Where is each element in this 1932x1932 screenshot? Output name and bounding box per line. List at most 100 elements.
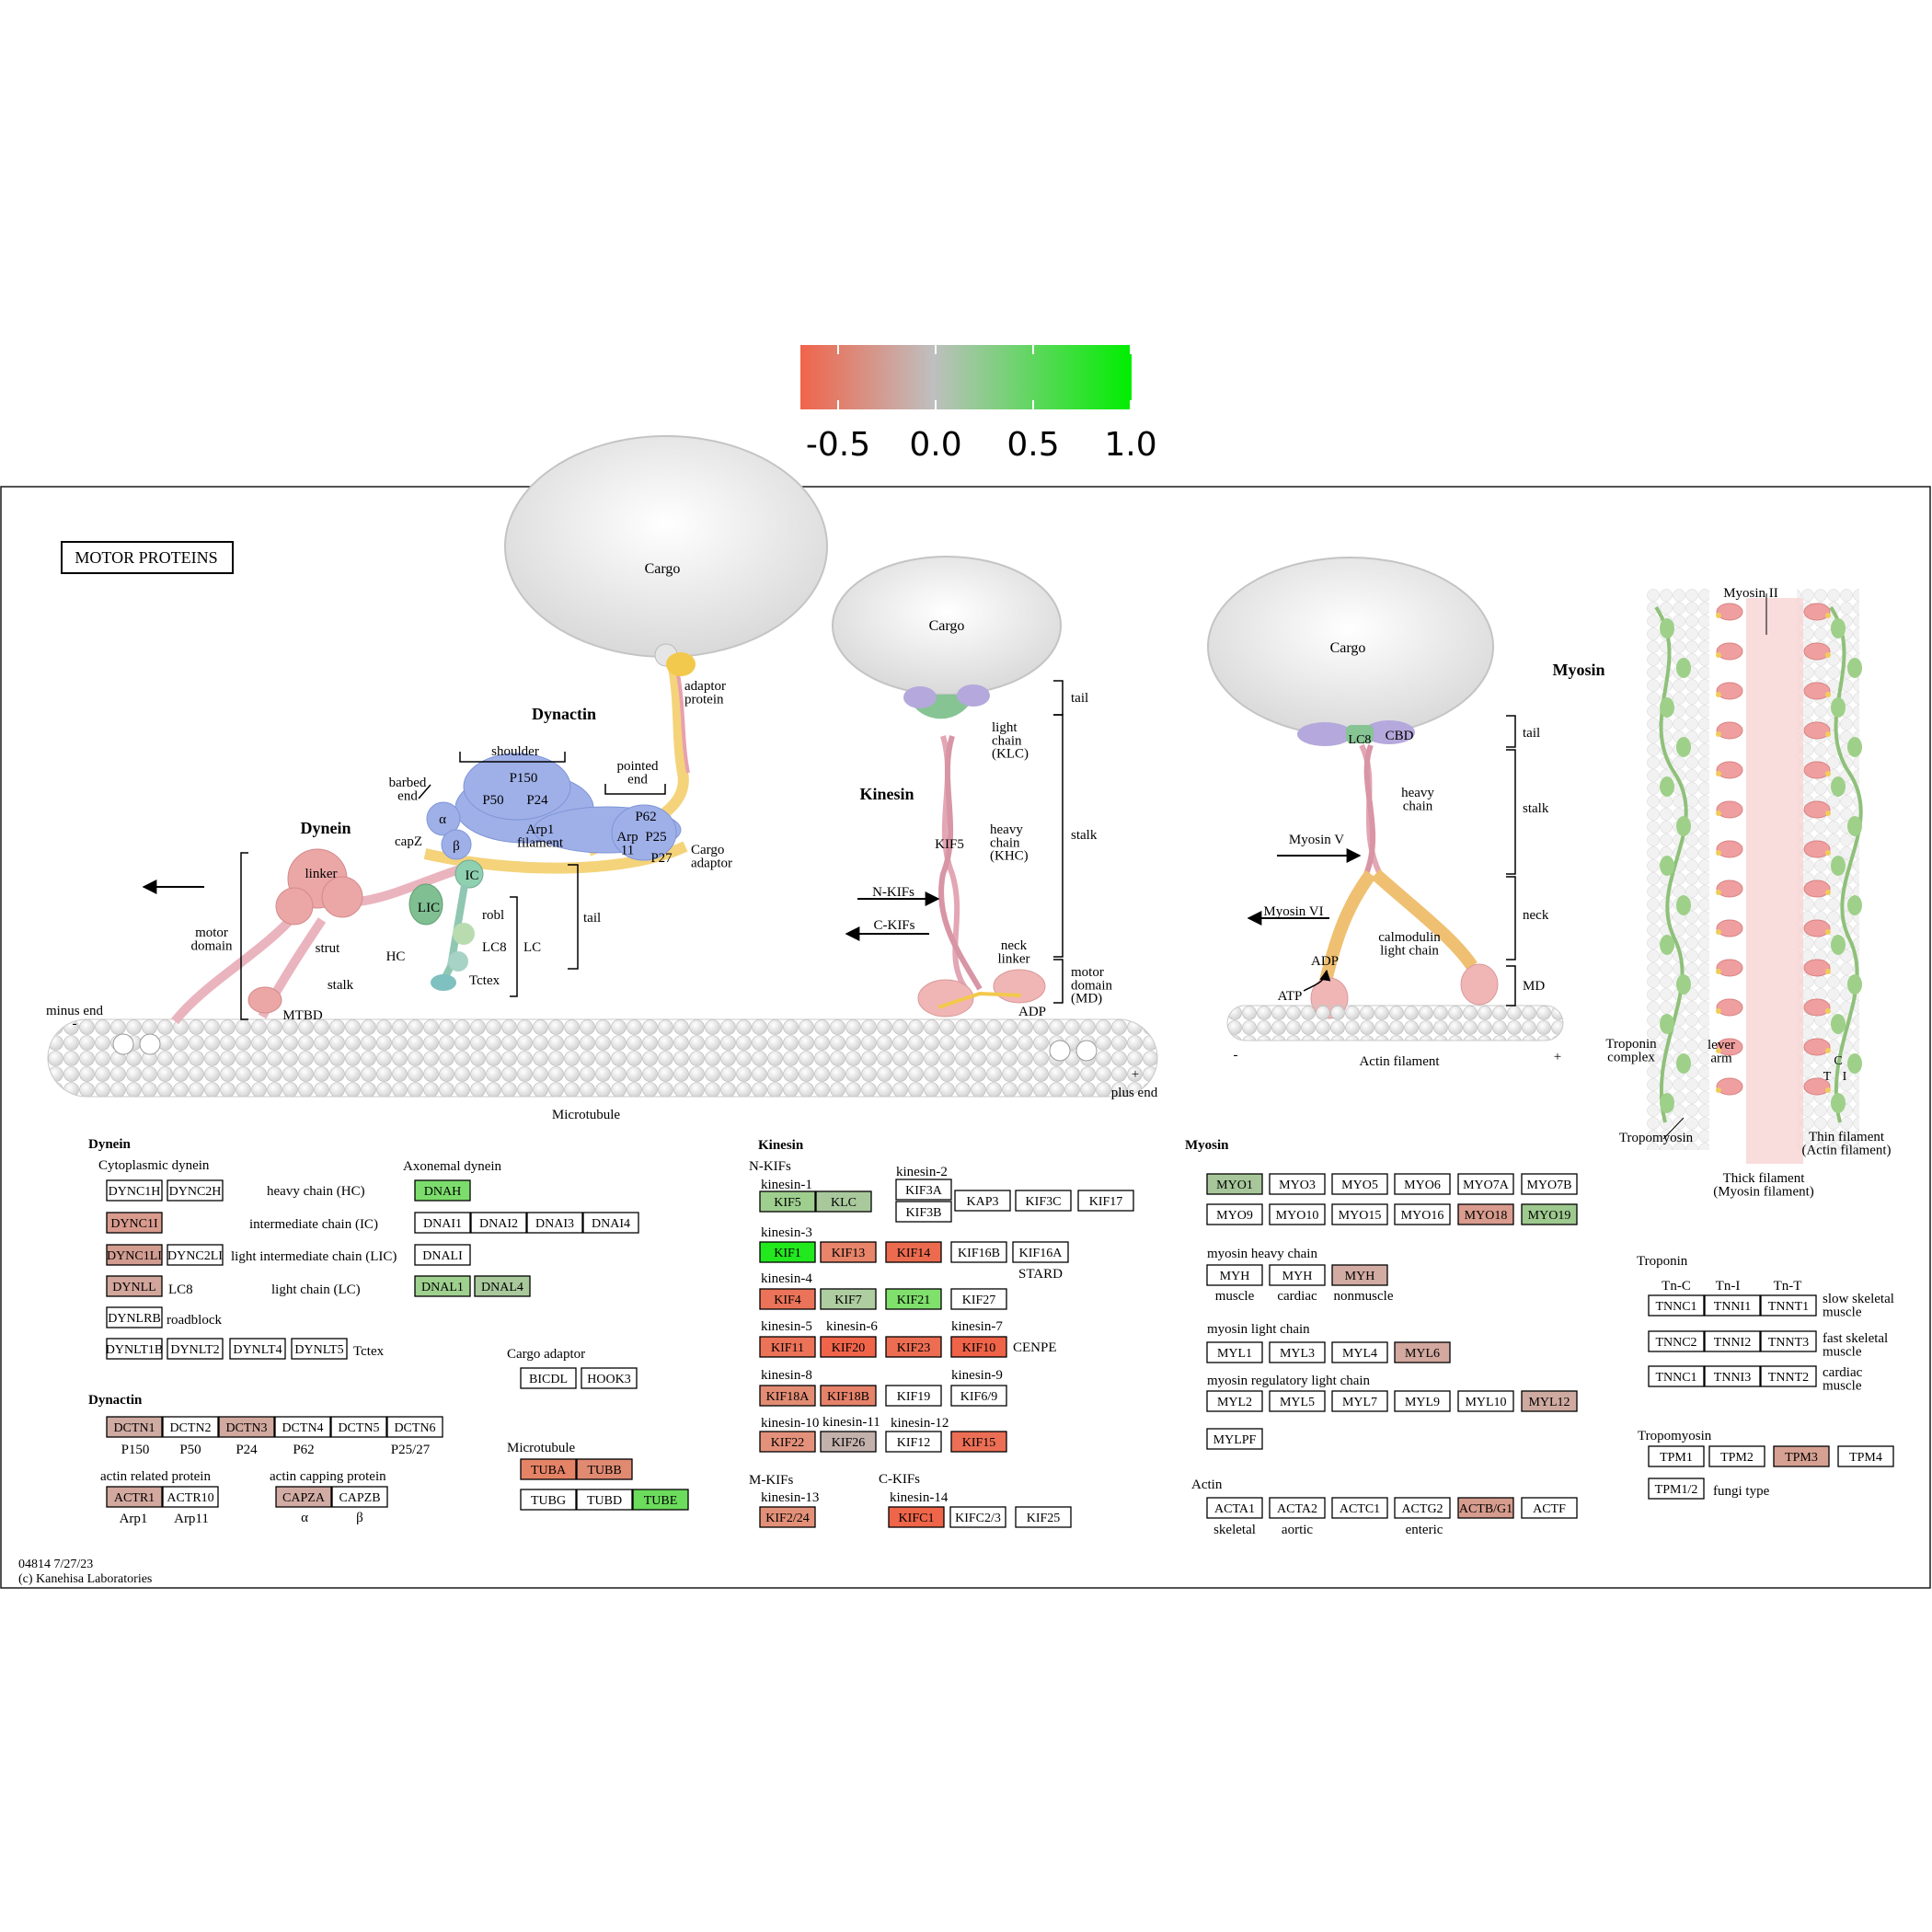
gene-box-rect[interactable]: [274, 1416, 331, 1438]
gene-box-rect[interactable]: [1457, 1203, 1514, 1225]
gene-box-rect[interactable]: [759, 1336, 816, 1358]
gene-box-rect[interactable]: [888, 1506, 945, 1528]
gene-box-kif13[interactable]: KIF13: [820, 1241, 877, 1263]
gene-box-tnnc2[interactable]: TNNC2: [1648, 1330, 1705, 1352]
gene-box-rect[interactable]: [1269, 1390, 1326, 1412]
gene-box-rect[interactable]: [167, 1338, 224, 1360]
gene-box-rect[interactable]: [106, 1244, 163, 1266]
gene-box-rect[interactable]: [526, 1212, 583, 1234]
gene-box-rect[interactable]: [520, 1458, 577, 1480]
gene-box-rect[interactable]: [1708, 1445, 1765, 1467]
gene-box-rect[interactable]: [106, 1338, 163, 1360]
gene-box-rect[interactable]: [330, 1416, 387, 1438]
gene-box-dnai2[interactable]: DNAI2: [470, 1212, 527, 1234]
gene-box-rect[interactable]: [1331, 1341, 1388, 1363]
gene-box-kif15[interactable]: KIF15: [950, 1431, 1007, 1453]
gene-box-kif20[interactable]: KIF20: [820, 1336, 877, 1358]
gene-box-rect[interactable]: [632, 1489, 689, 1511]
gene-box-rect[interactable]: [885, 1288, 942, 1310]
gene-box-rect[interactable]: [167, 1179, 224, 1202]
gene-box-rect[interactable]: [895, 1179, 952, 1201]
gene-box-dynlrb[interactable]: DYNLRB: [106, 1306, 163, 1328]
gene-box-myl3[interactable]: MYL3: [1269, 1341, 1326, 1363]
gene-box-rect[interactable]: [950, 1288, 1007, 1310]
gene-box-rect[interactable]: [1648, 1445, 1705, 1467]
gene-box-rect[interactable]: [1269, 1341, 1326, 1363]
gene-box-rect[interactable]: [1331, 1390, 1388, 1412]
gene-box-rect[interactable]: [520, 1489, 577, 1511]
gene-box-myo5[interactable]: MYO5: [1331, 1173, 1388, 1195]
gene-box-rect[interactable]: [759, 1288, 816, 1310]
gene-box-rect[interactable]: [820, 1288, 877, 1310]
gene-box-rect[interactable]: [885, 1431, 942, 1453]
gene-box-rect[interactable]: [1206, 1390, 1263, 1412]
gene-box-tpm3[interactable]: TPM3: [1773, 1445, 1830, 1467]
gene-box-myo19[interactable]: MYO19: [1521, 1203, 1578, 1225]
gene-box-rect[interactable]: [1760, 1365, 1817, 1387]
gene-box-dynlt5[interactable]: DYNLT5: [291, 1338, 348, 1360]
gene-box-rect[interactable]: [1760, 1294, 1817, 1317]
gene-box-rect[interactable]: [581, 1367, 638, 1389]
gene-box-rect[interactable]: [1206, 1203, 1263, 1225]
gene-box-rect[interactable]: [1704, 1330, 1761, 1352]
gene-box-rect[interactable]: [106, 1306, 163, 1328]
gene-box-myh[interactable]: MYH: [1331, 1264, 1388, 1286]
gene-box-tube[interactable]: TUBE: [632, 1489, 689, 1511]
gene-box-rect[interactable]: [1394, 1173, 1451, 1195]
gene-box-capzb[interactable]: CAPZB: [331, 1486, 388, 1508]
gene-box-myo18[interactable]: MYO18: [1457, 1203, 1514, 1225]
gene-box-rect[interactable]: [1648, 1365, 1705, 1387]
gene-box-dnal1[interactable]: DNAL1: [414, 1275, 471, 1297]
gene-box-rect[interactable]: [1269, 1497, 1326, 1519]
gene-box-kif5[interactable]: KIF5: [759, 1190, 816, 1213]
gene-box-myl5[interactable]: MYL5: [1269, 1390, 1326, 1412]
gene-box-rect[interactable]: [1648, 1330, 1705, 1352]
gene-box-kif21[interactable]: KIF21: [885, 1288, 942, 1310]
gene-box-dynlt1b[interactable]: DYNLT1B: [106, 1338, 164, 1360]
gene-box-rect[interactable]: [1331, 1497, 1388, 1519]
gene-box-rect[interactable]: [950, 1431, 1007, 1453]
gene-box-rect[interactable]: [1206, 1428, 1263, 1450]
gene-box-myl10[interactable]: MYL10: [1457, 1390, 1514, 1412]
gene-box-kif16a[interactable]: KIF16A: [1012, 1241, 1069, 1263]
gene-box-tpm1-2[interactable]: TPM1/2: [1648, 1478, 1705, 1500]
gene-box-dctn4[interactable]: DCTN4: [274, 1416, 331, 1438]
gene-box-dync2li[interactable]: DYNC2LI: [167, 1244, 224, 1266]
gene-box-rect[interactable]: [386, 1416, 443, 1438]
gene-box-rect[interactable]: [106, 1416, 163, 1438]
gene-box-kif19[interactable]: KIF19: [885, 1385, 942, 1407]
gene-box-dctn6[interactable]: DCTN6: [386, 1416, 443, 1438]
gene-box-rect[interactable]: [820, 1241, 877, 1263]
gene-box-rect[interactable]: [474, 1275, 531, 1297]
gene-box-rect[interactable]: [1269, 1173, 1326, 1195]
gene-box-rect[interactable]: [1837, 1445, 1894, 1467]
gene-box-dynlt4[interactable]: DYNLT4: [229, 1338, 286, 1360]
gene-box-dctn3[interactable]: DCTN3: [218, 1416, 275, 1438]
gene-box-rect[interactable]: [885, 1241, 942, 1263]
gene-box-dync1h[interactable]: DYNC1H: [106, 1179, 163, 1202]
gene-box-kif3c[interactable]: KIF3C: [1015, 1190, 1072, 1212]
gene-box-rect[interactable]: [520, 1367, 577, 1389]
gene-box-kif22[interactable]: KIF22: [759, 1431, 816, 1453]
gene-box-myl9[interactable]: MYL9: [1394, 1390, 1451, 1412]
gene-box-rect[interactable]: [759, 1190, 816, 1213]
gene-box-rect[interactable]: [954, 1190, 1011, 1212]
gene-box-dctn5[interactable]: DCTN5: [330, 1416, 387, 1438]
gene-box-bicdl[interactable]: BICDL: [520, 1367, 577, 1389]
gene-box-rect[interactable]: [1269, 1203, 1326, 1225]
gene-box-tnnc1[interactable]: TNNC1: [1648, 1365, 1705, 1387]
gene-box-rect[interactable]: [1760, 1330, 1817, 1352]
gene-box-rect[interactable]: [1331, 1264, 1388, 1286]
gene-box-dctn2[interactable]: DCTN2: [162, 1416, 219, 1438]
gene-box-rect[interactable]: [1457, 1390, 1514, 1412]
gene-box-rect[interactable]: [1394, 1390, 1451, 1412]
gene-box-dnai4[interactable]: DNAI4: [582, 1212, 639, 1234]
gene-box-rect[interactable]: [759, 1241, 816, 1263]
gene-box-rect[interactable]: [1704, 1294, 1761, 1317]
gene-box-rect[interactable]: [1457, 1497, 1514, 1519]
gene-box-kif7[interactable]: KIF7: [820, 1288, 877, 1310]
gene-box-rect[interactable]: [1521, 1203, 1578, 1225]
gene-box-rect[interactable]: [759, 1506, 816, 1528]
gene-box-kif10[interactable]: KIF10: [950, 1336, 1007, 1358]
gene-box-kif1[interactable]: KIF1: [759, 1241, 816, 1263]
